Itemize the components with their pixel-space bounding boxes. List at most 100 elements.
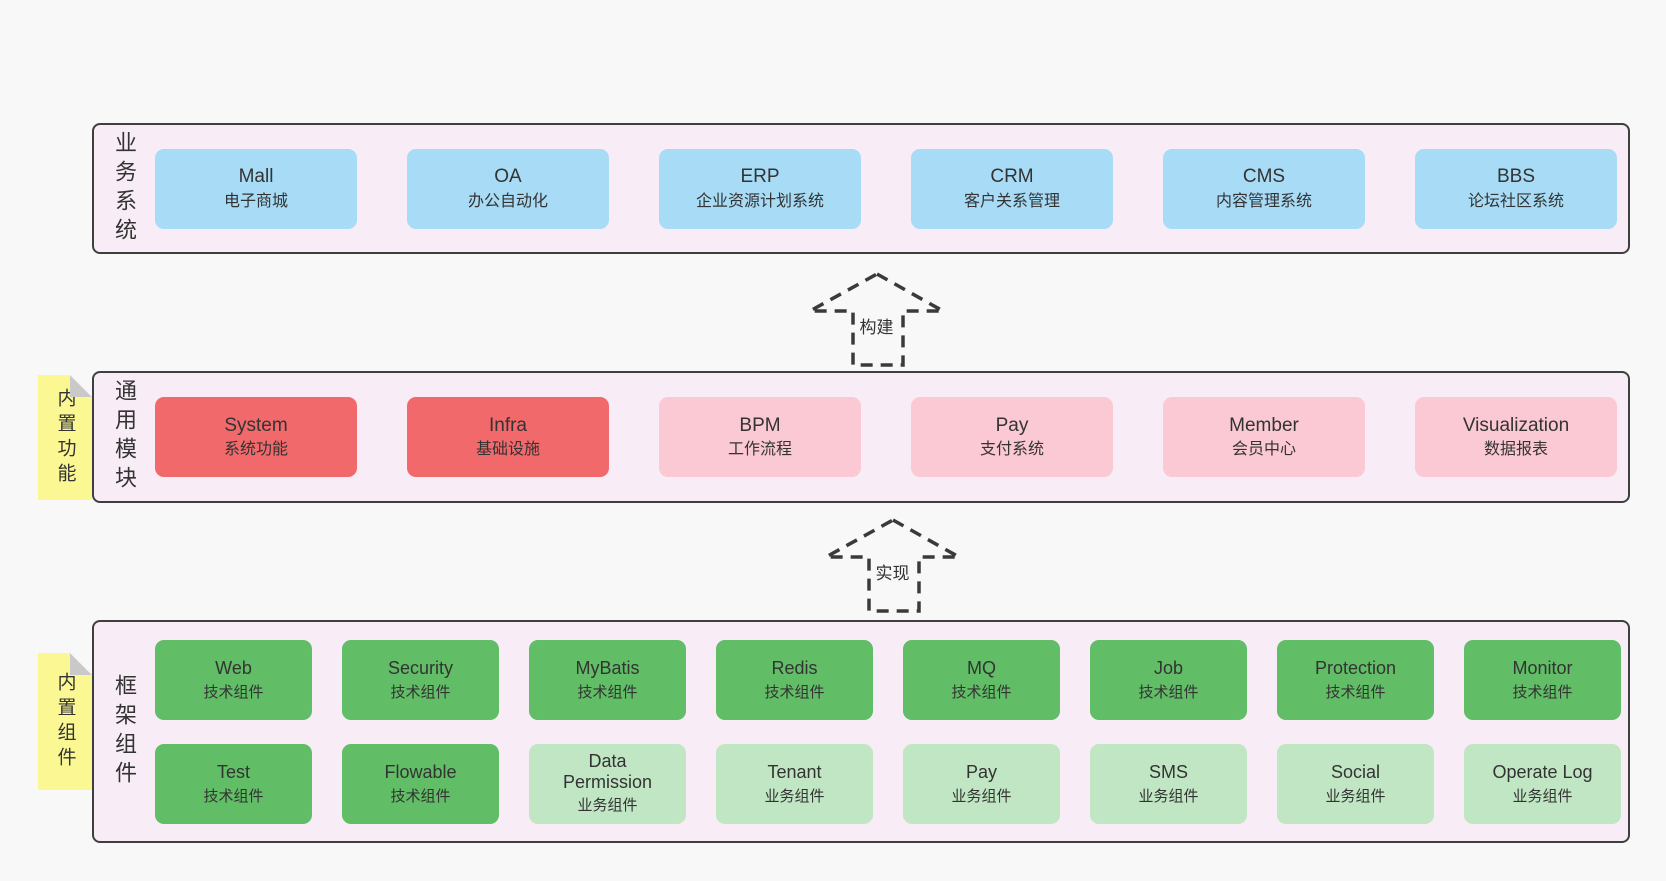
folded-corner-icon (70, 375, 92, 397)
box-infra-en: Infra (488, 414, 528, 436)
box-bbs: BBS 论坛社区系统 (1415, 148, 1617, 229)
box-system-en: System (224, 414, 288, 436)
box-crm: CRM 客户关系管理 (911, 148, 1113, 229)
box-tenant: Tenant 业务组件 (716, 743, 873, 824)
band-components-label-text: 框架组件 (112, 673, 137, 790)
box-visualization-zh: 数据报表 (1483, 441, 1548, 459)
box-test-zh: 技术组件 (203, 787, 264, 805)
band-modules-label: 通用模块 (94, 373, 154, 501)
box-mall: Mall 电子商城 (155, 148, 357, 229)
box-mall-en: Mall (238, 166, 274, 187)
box-mq-zh: 技术组件 (951, 683, 1012, 701)
box-security-zh: 技术组件 (390, 683, 451, 701)
sticky-note-built-in-components-text: 内置组件 (54, 671, 76, 772)
box-visualization: Visualization 数据报表 (1415, 397, 1617, 477)
box-flowable-en: Flowable (384, 762, 457, 783)
box-mq: MQ 技术组件 (903, 639, 1060, 720)
box-data-permission-zh: 业务组件 (577, 796, 638, 814)
band-business-systems: 业务系统 Mall 电子商城 OA 办公自动化 ERP 企业资源计划系统 CRM… (92, 123, 1630, 254)
box-mq-en: MQ (967, 658, 996, 679)
box-social-en: Social (1330, 762, 1381, 783)
band-modules-label-text: 通用模块 (112, 379, 137, 495)
box-monitor: Monitor 技术组件 (1464, 639, 1621, 720)
box-bpm: BPM 工作流程 (659, 397, 861, 477)
box-redis-en: Redis (771, 658, 818, 679)
box-mybatis-zh: 技术组件 (577, 683, 638, 701)
box-redis-zh: 技术组件 (764, 683, 825, 701)
box-job-en: Job (1153, 658, 1184, 679)
box-pay-component: Pay 业务组件 (903, 743, 1060, 824)
box-bbs-en: BBS (1496, 166, 1536, 187)
box-security: Security 技术组件 (342, 639, 499, 720)
box-operate-log-en: Operate Log (1492, 762, 1593, 783)
box-web: Web 技术组件 (155, 639, 312, 720)
band-framework-components: 框架组件 Web 技术组件 Security 技术组件 MyBatis 技术组件… (92, 620, 1630, 843)
box-pay-module: Pay 支付系统 (911, 397, 1113, 477)
box-member: Member 会员中心 (1163, 397, 1365, 477)
arrow-implement-label: 实现 (872, 558, 913, 585)
sticky-note-built-in-components: 内置组件 (38, 653, 92, 790)
sticky-note-built-in-features-text: 内置功能 (54, 387, 76, 488)
box-erp: ERP 企业资源计划系统 (659, 148, 861, 229)
box-tenant-zh: 业务组件 (764, 787, 825, 805)
box-oa: OA 办公自动化 (407, 148, 609, 229)
box-pay-module-zh: 支付系统 (979, 441, 1044, 459)
band-business-label: 业务系统 (94, 125, 154, 252)
box-test-en: Test (216, 762, 250, 783)
box-pay-component-zh: 业务组件 (951, 787, 1012, 805)
band-components-label: 框架组件 (94, 622, 154, 841)
box-flowable-zh: 技术组件 (390, 787, 451, 805)
box-system: System 系统功能 (155, 397, 357, 477)
box-job-zh: 技术组件 (1138, 683, 1199, 701)
box-sms: SMS 业务组件 (1090, 743, 1247, 824)
box-protection: Protection 技术组件 (1277, 639, 1434, 720)
band-common-modules: 通用模块 System 系统功能 Infra 基础设施 BPM 工作流程 Pay… (92, 371, 1630, 503)
box-oa-zh: 办公自动化 (467, 192, 548, 210)
box-social-zh: 业务组件 (1325, 787, 1386, 805)
component-row-1: Web 技术组件 Security 技术组件 MyBatis 技术组件 Redi… (155, 639, 1621, 720)
box-security-en: Security (387, 658, 454, 679)
box-mall-zh: 电子商城 (223, 192, 288, 210)
box-web-en: Web (215, 658, 252, 679)
box-data-permission: Data Permission 业务组件 (529, 743, 686, 824)
box-bpm-en: BPM (739, 414, 781, 436)
band-business-label-text: 业务系统 (112, 130, 137, 247)
box-test: Test 技术组件 (155, 743, 312, 824)
box-sms-en: SMS (1148, 762, 1188, 783)
box-web-zh: 技术组件 (203, 683, 264, 701)
box-pay-module-en: Pay (995, 414, 1029, 436)
box-member-en: Member (1229, 414, 1299, 436)
arrow-build-shape (809, 271, 950, 367)
box-infra-zh: 基础设施 (475, 441, 540, 459)
box-cms: CMS 内容管理系统 (1163, 148, 1365, 229)
box-monitor-en: Monitor (1512, 658, 1573, 679)
arrow-build: 构建 (808, 271, 950, 370)
box-infra: Infra 基础设施 (407, 397, 609, 477)
arrow-implement: 实现 (824, 517, 966, 616)
component-row-2: Test 技术组件 Flowable 技术组件 Data Permission … (155, 743, 1621, 824)
sticky-note-built-in-features: 内置功能 (38, 375, 92, 500)
box-cms-en: CMS (1242, 166, 1286, 187)
box-social: Social 业务组件 (1277, 743, 1434, 824)
box-mybatis-en: MyBatis (575, 658, 640, 679)
box-data-permission-en: Data Permission (562, 751, 653, 792)
business-boxes: Mall 电子商城 OA 办公自动化 ERP 企业资源计划系统 CRM 客户关系… (155, 125, 1618, 252)
box-redis: Redis 技术组件 (716, 639, 873, 720)
box-erp-zh: 企业资源计划系统 (695, 192, 824, 210)
box-protection-en: Protection (1314, 658, 1397, 679)
box-operate-log-zh: 业务组件 (1512, 787, 1573, 805)
box-mybatis: MyBatis 技术组件 (529, 639, 686, 720)
box-operate-log: Operate Log 业务组件 (1464, 743, 1621, 824)
box-crm-zh: 客户关系管理 (963, 192, 1060, 210)
arrow-build-label: 构建 (856, 312, 897, 339)
module-boxes: System 系统功能 Infra 基础设施 BPM 工作流程 Pay 支付系统… (155, 373, 1618, 501)
component-grid: Web 技术组件 Security 技术组件 MyBatis 技术组件 Redi… (155, 622, 1621, 841)
box-monitor-zh: 技术组件 (1512, 683, 1573, 701)
box-cms-zh: 内容管理系统 (1215, 192, 1312, 210)
box-protection-zh: 技术组件 (1325, 683, 1386, 701)
box-bpm-zh: 工作流程 (727, 441, 792, 459)
box-crm-en: CRM (990, 166, 1034, 187)
folded-corner-icon (70, 653, 92, 675)
box-member-zh: 会员中心 (1231, 441, 1296, 459)
box-tenant-en: Tenant (767, 762, 822, 783)
